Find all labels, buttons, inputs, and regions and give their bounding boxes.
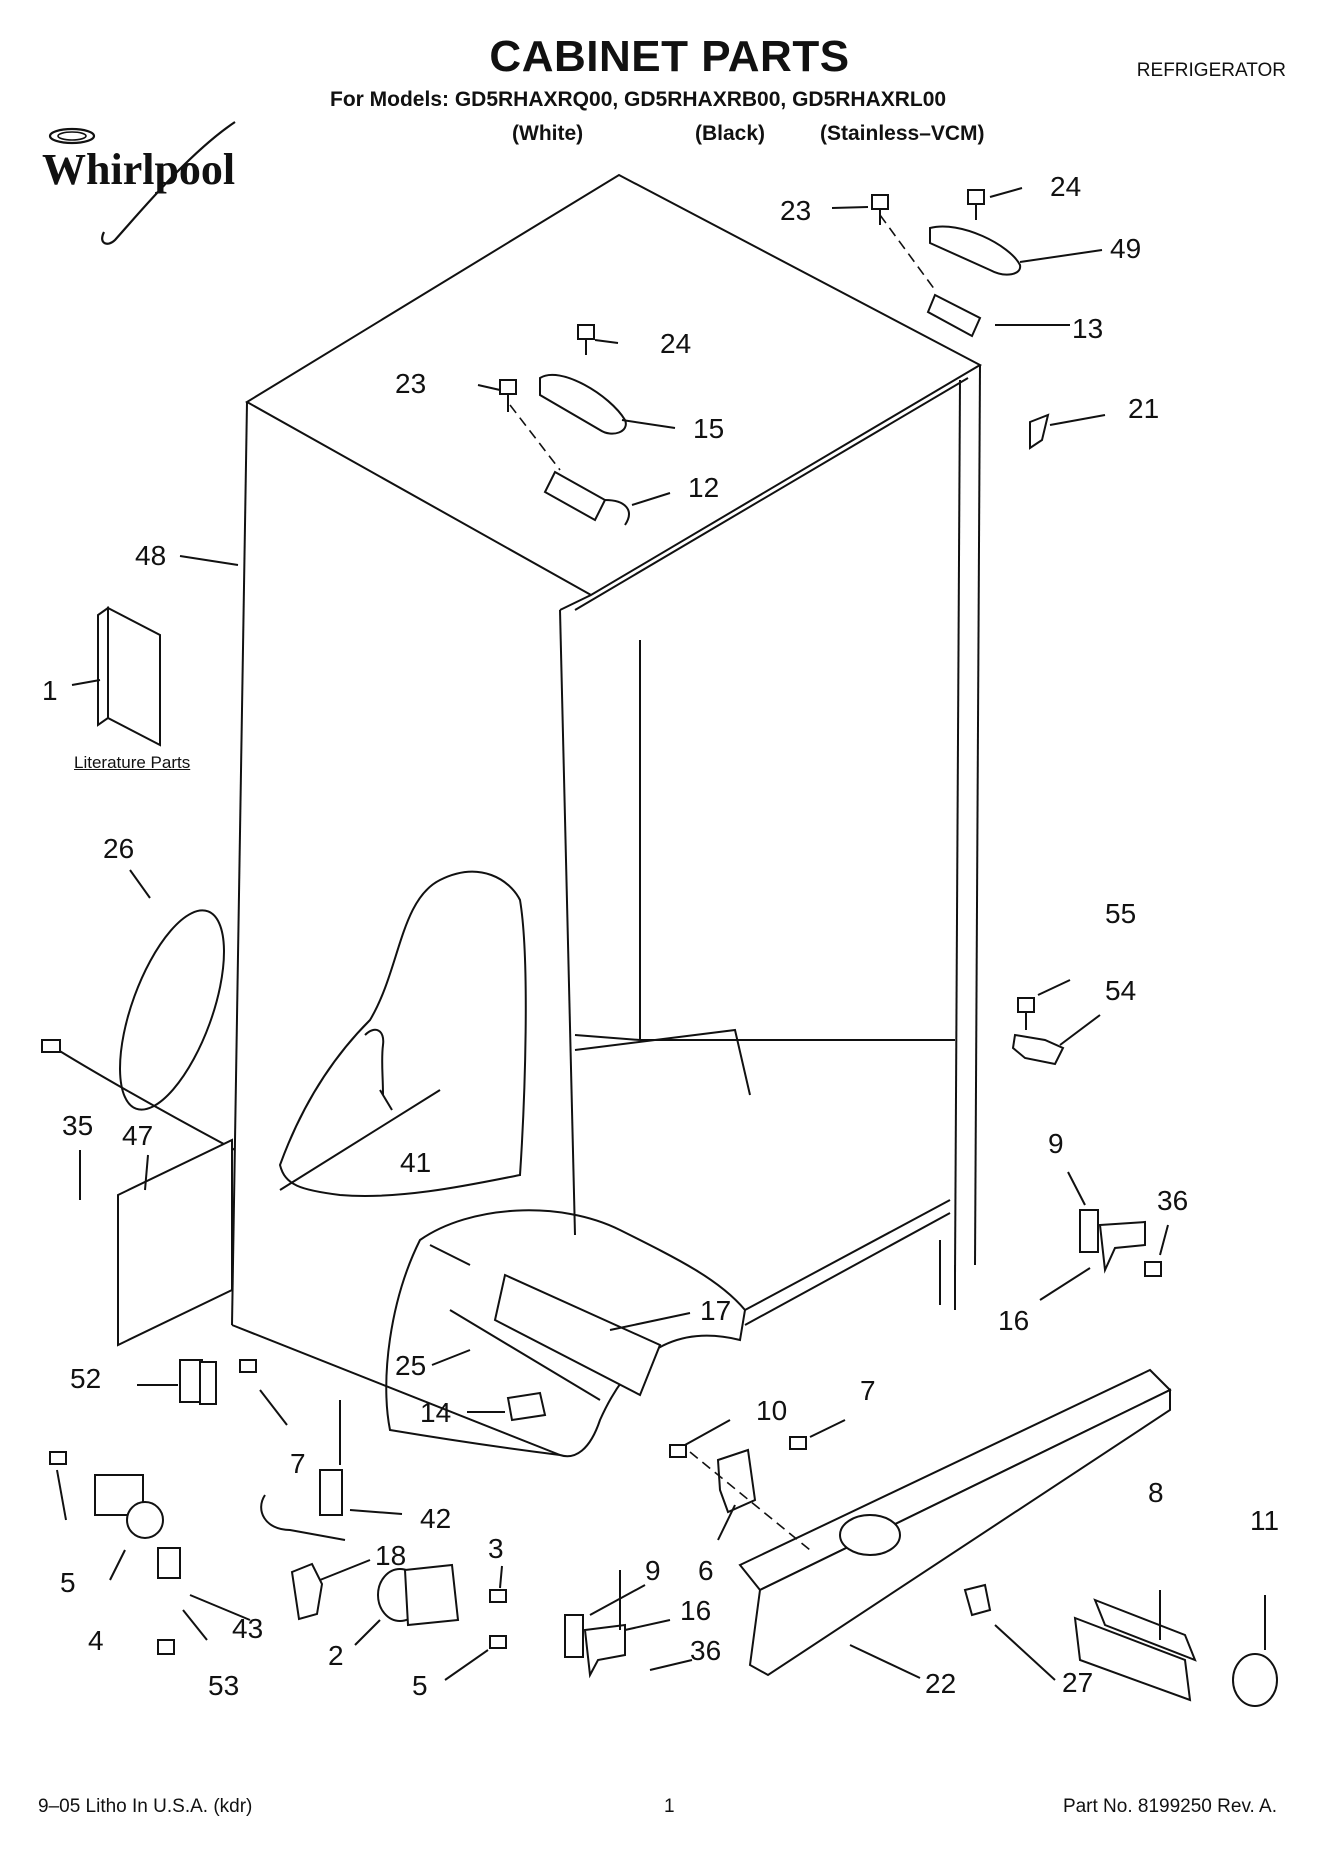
literature-parts-label: Literature Parts — [74, 753, 191, 772]
callout-24a: 24 — [660, 328, 691, 359]
callout-7b: 7 — [860, 1375, 876, 1406]
cabinet-shell — [231, 173, 983, 1456]
callout-42: 42 — [420, 1503, 451, 1534]
svg-text:Whirlpool: Whirlpool — [42, 145, 235, 194]
clip-18 — [290, 1562, 324, 1621]
callout-36a: 36 — [1157, 1185, 1188, 1216]
part-14 — [506, 1391, 547, 1422]
footer-print-info: 9–05 Litho In U.S.A. (kdr) — [38, 1796, 253, 1817]
spring-coil — [364, 1028, 385, 1096]
callout-17: 17 — [700, 1295, 731, 1326]
callout-labels: 1 2 3 4 5 5 6 7 7 8 9 9 10 11 12 13 14 1… — [42, 171, 1279, 1701]
callout-5b: 5 — [412, 1670, 428, 1701]
callout-55: 55 — [1105, 898, 1136, 929]
screw-set-top — [499, 189, 985, 412]
callout-16b: 16 — [680, 1595, 711, 1626]
callout-11: 11 — [1250, 1505, 1279, 1536]
callout-1: 1 — [42, 675, 58, 706]
literature-book — [97, 606, 161, 747]
callout-52: 52 — [70, 1363, 101, 1394]
variant-black: (Black) — [695, 122, 766, 145]
callout-54: 54 — [1105, 975, 1136, 1006]
callout-12: 12 — [688, 472, 719, 503]
footer-part-number: Part No. 8199250 Rev. A. — [1062, 1796, 1277, 1817]
callout-43: 43 — [232, 1613, 263, 1644]
callout-6: 6 — [698, 1555, 714, 1586]
callout-14: 14 — [420, 1397, 451, 1428]
lower-hinge-right — [1079, 1209, 1162, 1277]
callout-41: 41 — [400, 1147, 431, 1178]
bracket-43 — [157, 1547, 181, 1655]
cutaway-lower — [385, 1209, 747, 1458]
callout-24b: 24 — [1050, 171, 1081, 202]
callout-2: 2 — [328, 1640, 344, 1671]
callout-18: 18 — [375, 1540, 406, 1571]
models-line: For Models: GD5RHAXRQ00, GD5RHAXRB00, GD… — [330, 88, 947, 111]
page-title: CABINET PARTS — [489, 32, 850, 81]
heater-assembly — [429, 1244, 662, 1401]
whirlpool-logo: Whirlpool — [42, 121, 236, 245]
footer-page-number: 1 — [664, 1796, 675, 1817]
top-hinge-left — [509, 373, 630, 526]
filter-plug — [963, 1583, 992, 1617]
water-line-coil — [41, 909, 236, 1151]
callout-22: 22 — [925, 1668, 956, 1699]
callout-16a: 16 — [998, 1305, 1029, 1336]
callout-35: 35 — [62, 1110, 93, 1141]
water-filter — [1073, 1598, 1278, 1707]
callout-53: 53 — [208, 1670, 239, 1701]
appliance-type: REFRIGERATOR — [1136, 60, 1286, 81]
rear-access-panel — [117, 1138, 233, 1347]
callout-47: 47 — [122, 1120, 153, 1151]
callout-26: 26 — [103, 833, 134, 864]
callout-48: 48 — [135, 540, 166, 571]
base-grille — [738, 1368, 1172, 1677]
bracket-54 — [1011, 997, 1065, 1066]
variant-stainless: (Stainless–VCM) — [820, 122, 985, 145]
top-hinge-right — [879, 214, 1022, 338]
callout-25: 25 — [395, 1350, 426, 1381]
callout-9b: 9 — [645, 1555, 661, 1586]
callout-27: 27 — [1062, 1667, 1093, 1698]
callout-21: 21 — [1128, 393, 1159, 424]
callout-3: 3 — [488, 1533, 504, 1564]
callout-5a: 5 — [60, 1567, 76, 1598]
callout-15: 15 — [693, 413, 724, 444]
callout-23a: 23 — [395, 368, 426, 399]
screws-mid — [669, 1436, 811, 1551]
callout-13: 13 — [1072, 313, 1103, 344]
leveler-roller-left — [49, 1451, 164, 1539]
clip-part — [1029, 413, 1050, 450]
callout-36b: 36 — [690, 1635, 721, 1666]
leveler-roller-right — [377, 1563, 507, 1649]
callout-8: 8 — [1148, 1477, 1164, 1508]
callout-23b: 23 — [780, 195, 811, 226]
callout-4: 4 — [88, 1625, 104, 1656]
callout-10: 10 — [756, 1395, 787, 1426]
variant-white: (White) — [512, 122, 584, 145]
leader-lines — [56, 187, 1266, 1681]
bracket-6 — [716, 1448, 757, 1514]
callout-7a: 7 — [290, 1448, 306, 1479]
callout-9a: 9 — [1048, 1128, 1064, 1159]
water-valve-tube — [260, 1400, 346, 1541]
callout-49: 49 — [1110, 233, 1141, 264]
lower-hinge-left — [564, 1570, 626, 1679]
cutaway-upper — [278, 870, 527, 1197]
bracket-52 — [179, 1359, 257, 1405]
